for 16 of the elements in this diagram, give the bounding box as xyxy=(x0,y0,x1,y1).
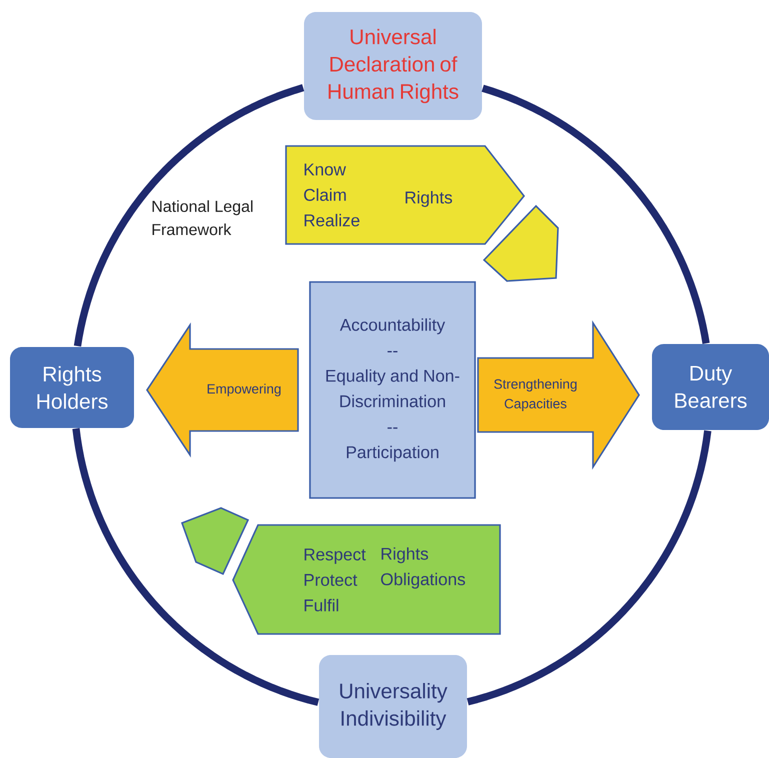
pentagon-box: Know Claim Realize Rights xyxy=(285,145,526,245)
block-arrow xyxy=(477,320,640,470)
ring-arc xyxy=(466,430,712,706)
block-arrow xyxy=(146,322,299,458)
ring-arc xyxy=(72,428,320,706)
pentagon-box: Respect Protect Fulfil Rights Obligations xyxy=(232,524,501,635)
note-text: National Legal Framework xyxy=(152,200,252,236)
role-box: Rights Holders xyxy=(10,346,134,428)
ring-arc xyxy=(74,84,304,347)
edge-label: Empowering xyxy=(208,384,281,396)
ring-arc xyxy=(482,84,710,344)
title-box: Universal Declaration of Human Rights xyxy=(304,12,482,120)
principles-box: Universality Indivisibility xyxy=(319,655,467,758)
principles-box: Accountability -- Equality and Non-Discrimination -- Participation xyxy=(309,281,476,499)
role-box: Duty Bearers xyxy=(652,344,769,430)
edge-label: Strengthening Capacities xyxy=(494,378,577,412)
